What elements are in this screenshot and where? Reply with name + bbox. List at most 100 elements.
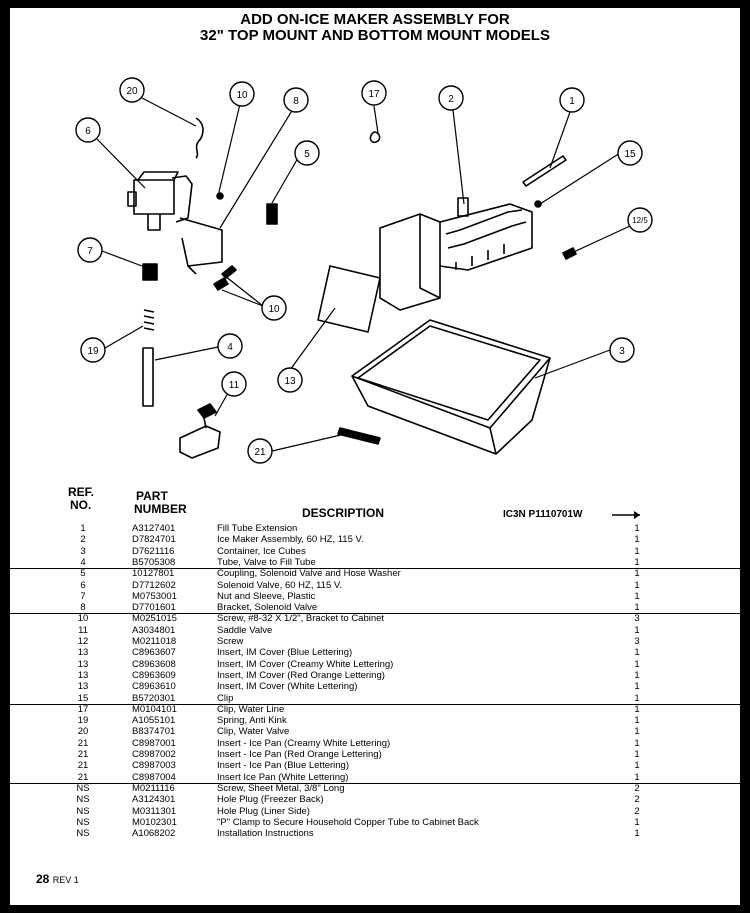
callout-10b: 10 xyxy=(268,304,280,315)
quantity-cell: 1 xyxy=(634,715,640,727)
description-cell: Insert, IM Cover (Red Orange Lettering) xyxy=(217,669,385,681)
description-cell: Solenoid Valve, 60 HZ, 115 V. xyxy=(217,579,342,591)
callout-5: 5 xyxy=(304,149,310,160)
ref-cell: 6 xyxy=(80,579,86,591)
ref-cell: 11 xyxy=(78,624,88,636)
description-cell: Hole Plug (Freezer Back) xyxy=(217,794,324,806)
callout-8: 8 xyxy=(293,96,299,107)
description-cell: Insert - Ice Pan (Red Orange Lettering) xyxy=(217,749,382,760)
description-cell: Container, Ice Cubes xyxy=(217,545,306,557)
ref-cell: 1 xyxy=(80,523,86,534)
model-code: IC3N P1110701W xyxy=(503,509,583,520)
description-cell: Spring, Anti Kink xyxy=(217,715,287,727)
ref-cell: 21 xyxy=(77,760,89,772)
callout-12-5: 12/5 xyxy=(632,216,648,225)
description-cell: Nut and Sleeve, Plastic xyxy=(217,590,316,602)
ref-cell: 13 xyxy=(77,647,89,659)
page-number: 28 xyxy=(36,872,50,886)
quantity-cell: 1 xyxy=(634,545,640,557)
quantity-cell: 1 xyxy=(634,737,640,749)
parts-sheet: ADD ON-ICE MAKER ASSEMBLY FOR 32" TOP MO… xyxy=(10,8,740,905)
callout-4: 4 xyxy=(227,342,233,353)
description-cell: Insert, IM Cover (White Lettering) xyxy=(217,681,358,693)
quantity-cell: 1 xyxy=(634,624,640,636)
title-line-1: ADD ON-ICE MAKER ASSEMBLY FOR xyxy=(240,11,510,28)
part-number-cell: C8963610 xyxy=(132,681,176,693)
part-number-cell: M0311301 xyxy=(132,805,177,817)
description-cell: "P" Clamp to Secure Household Copper Tub… xyxy=(217,816,479,828)
quantity-cell: 1 xyxy=(634,828,640,840)
quantity-cell: 3 xyxy=(634,613,640,625)
description-cell: Ice Maker Assembly, 60 HZ, 115 V. xyxy=(217,534,364,546)
quantity-cell: 1 xyxy=(634,523,640,534)
part-number-cell: D7701601 xyxy=(132,602,176,614)
code-arrow-icon xyxy=(612,511,640,519)
ref-cell: 13 xyxy=(77,669,89,681)
description-cell: Screw, #8-32 X 1/2", Bracket to Cabinet xyxy=(217,613,385,625)
description-cell: Bracket, Solenoid Valve xyxy=(217,602,318,614)
ref-cell: NS xyxy=(76,794,90,806)
ref-cell: 21 xyxy=(77,749,89,760)
page-footer: 28 REV 1 xyxy=(36,872,79,886)
description-cell: Insert Ice Pan (White Lettering) xyxy=(217,771,349,783)
part-number-cell: A3124301 xyxy=(132,794,176,806)
description-cell: Hole Plug (Liner Side) xyxy=(217,805,310,817)
callout-1: 1 xyxy=(569,96,575,107)
quantity-cell: 1 xyxy=(634,590,640,602)
callout-11: 11 xyxy=(229,380,240,391)
description-cell: Clip, Water Valve xyxy=(217,726,290,738)
part-number-cell: M0211116 xyxy=(132,782,175,794)
part-number-cell: C8987003 xyxy=(132,760,176,772)
part-number-cell: C8987001 xyxy=(132,737,176,749)
part-number-cell: C8963608 xyxy=(132,658,176,670)
callout-13: 13 xyxy=(284,376,296,387)
callout-21: 21 xyxy=(254,447,266,458)
ref-cell: NS xyxy=(76,828,90,840)
table-row: 21 C8987002 Insert - Ice Pan (Red Orange L… xyxy=(10,749,740,760)
part-number-cell: D7712602 xyxy=(132,579,176,591)
quantity-cell: 2 xyxy=(634,782,640,794)
quantity-cell: 1 xyxy=(634,568,640,580)
ref-cell: 8 xyxy=(80,602,86,614)
part-number-cell: C8987002 xyxy=(132,749,176,760)
ref-cell: 15 xyxy=(77,692,89,704)
part-number-cell: M0102301 xyxy=(132,816,177,828)
ref-cell: 5 xyxy=(80,568,86,580)
callout-10: 10 xyxy=(236,90,248,101)
part-number-cell: M0211018 xyxy=(132,636,177,647)
part-number-cell: B5720301 xyxy=(132,692,176,704)
quantity-cell: 1 xyxy=(634,556,640,568)
part-number-cell: C8963609 xyxy=(132,669,176,681)
ref-cell: 13 xyxy=(77,658,89,670)
description-cell: Saddle Valve xyxy=(217,624,273,636)
exploded-view-diagram: 20 10 8 17 2 1 6 5 15 12/5 7 10 13 3 19 … xyxy=(75,77,653,464)
part-number-cell: B5705308 xyxy=(132,556,176,568)
quantity-cell: 2 xyxy=(634,805,640,817)
part-number-cell: A1068202 xyxy=(132,828,176,840)
part-number-cell: 10127801 xyxy=(132,568,175,580)
part-number-cell: C8987004 xyxy=(132,771,176,783)
ref-cell: 20 xyxy=(77,726,89,738)
revision: REV 1 xyxy=(52,875,79,885)
part-number-cell: D7621116 xyxy=(132,545,175,557)
quantity-cell: 1 xyxy=(634,692,640,704)
quantity-cell: 1 xyxy=(634,681,640,693)
quantity-cell: 1 xyxy=(634,579,640,591)
